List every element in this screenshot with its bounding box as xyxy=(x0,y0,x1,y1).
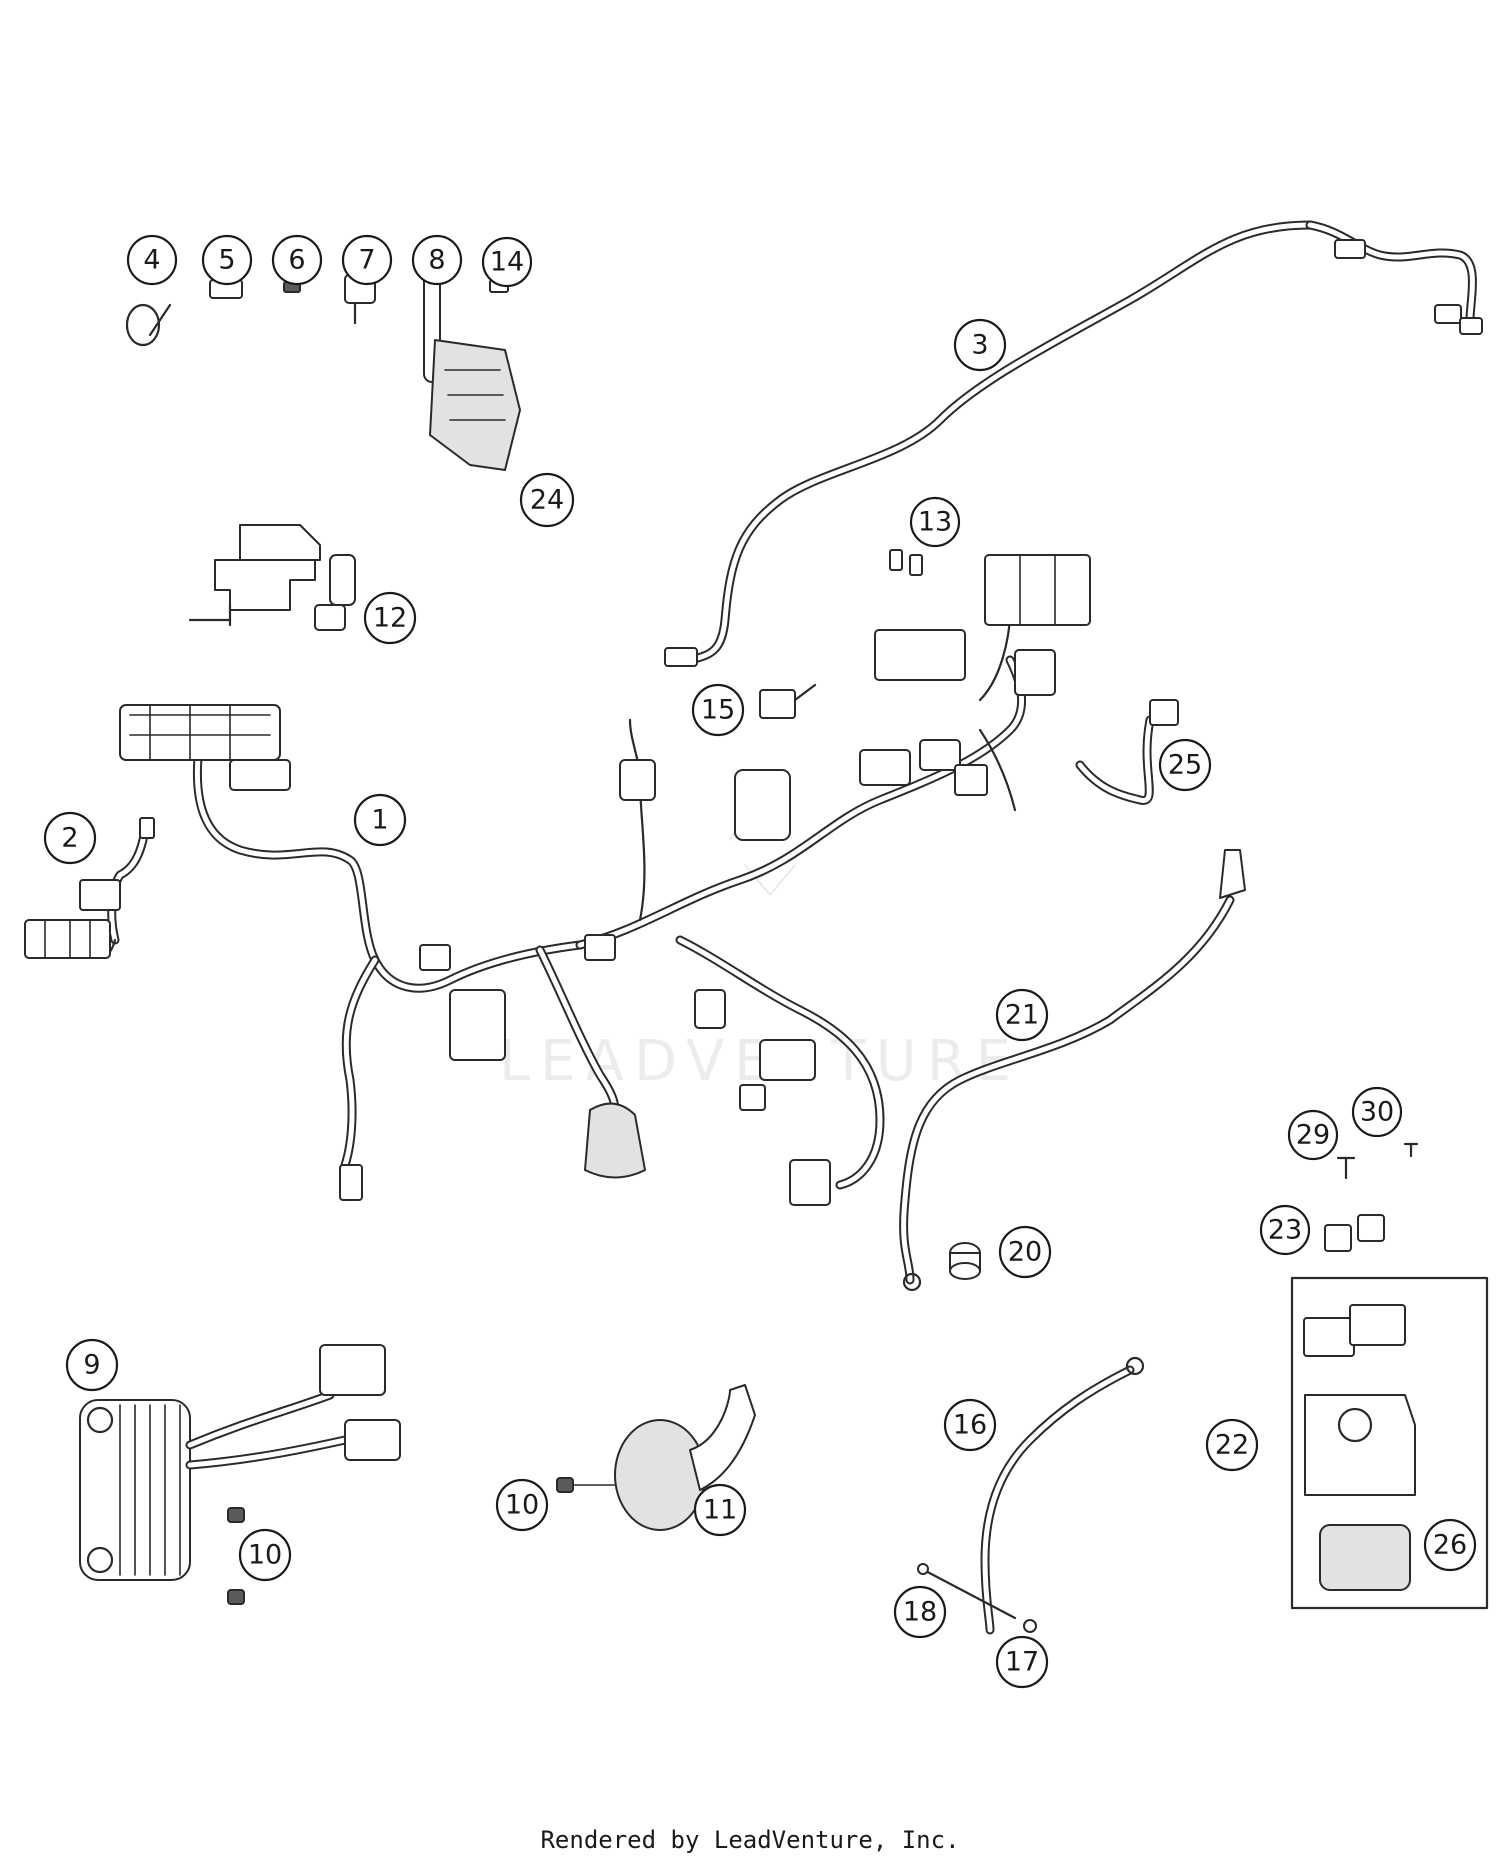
svg-text:12: 12 xyxy=(373,603,407,634)
fuses-13 xyxy=(889,549,923,576)
callout-23: 23 xyxy=(1259,1204,1311,1256)
svg-text:8: 8 xyxy=(428,245,445,276)
callout-8: 8 xyxy=(411,234,463,286)
callout-6: 6 xyxy=(271,234,323,286)
callout-10a: 10 xyxy=(238,1528,292,1582)
svg-text:23: 23 xyxy=(1268,1215,1302,1246)
callout-5: 5 xyxy=(201,234,253,286)
cable-21 xyxy=(899,849,1246,1292)
callout-1: 1 xyxy=(353,793,407,847)
callout-18: 18 xyxy=(893,1585,947,1639)
callout-12: 12 xyxy=(363,591,417,645)
svg-text:25: 25 xyxy=(1168,750,1202,781)
svg-text:30: 30 xyxy=(1360,1097,1394,1128)
callout-30: 30 xyxy=(1351,1086,1403,1138)
callout-4: 4 xyxy=(126,234,178,286)
relay-group-box xyxy=(1290,1276,1489,1610)
holder-12 xyxy=(188,524,356,631)
callout-20: 20 xyxy=(998,1225,1052,1279)
screws-and-clips xyxy=(1324,1142,1419,1252)
horn-11 xyxy=(614,1384,756,1531)
main-wiring-harness-1 xyxy=(119,608,1056,1206)
callout-3: 3 xyxy=(953,318,1007,372)
callout-13: 13 xyxy=(909,496,961,548)
callout-9: 9 xyxy=(65,1338,119,1392)
connector-15 xyxy=(759,683,817,719)
svg-text:22: 22 xyxy=(1215,1430,1249,1461)
callout-26: 26 xyxy=(1423,1518,1477,1572)
svg-text:21: 21 xyxy=(1005,1000,1039,1031)
callout-16: 16 xyxy=(943,1398,997,1452)
svg-text:9: 9 xyxy=(83,1350,100,1381)
svg-text:24: 24 xyxy=(530,485,564,516)
bushing-20 xyxy=(949,1242,981,1280)
svg-text:13: 13 xyxy=(918,507,952,538)
svg-text:20: 20 xyxy=(1008,1237,1042,1268)
svg-text:10: 10 xyxy=(248,1540,282,1571)
rear-harness-3 xyxy=(664,220,1483,667)
callout-10b: 10 xyxy=(495,1478,549,1532)
ground-cable-16 xyxy=(917,1356,1145,1635)
callout-2: 2 xyxy=(43,811,97,865)
sub-harness-2 xyxy=(24,817,155,959)
svg-text:29: 29 xyxy=(1296,1120,1330,1151)
nuts-10 xyxy=(227,1477,629,1605)
regulator-9 xyxy=(79,1344,401,1581)
svg-text:2: 2 xyxy=(61,823,78,854)
svg-text:18: 18 xyxy=(903,1597,937,1628)
callout-7: 7 xyxy=(341,234,393,286)
svg-text:5: 5 xyxy=(218,245,235,276)
callout-25: 25 xyxy=(1158,738,1212,792)
svg-text:3: 3 xyxy=(971,330,988,361)
svg-text:15: 15 xyxy=(701,695,735,726)
svg-text:11: 11 xyxy=(703,1495,737,1526)
svg-text:16: 16 xyxy=(953,1410,987,1441)
svg-text:10: 10 xyxy=(505,1490,539,1521)
svg-text:7: 7 xyxy=(358,245,375,276)
callout-14: 14 xyxy=(481,236,533,288)
render-credit: Rendered by LeadVenture, Inc. xyxy=(540,1826,960,1854)
svg-text:1: 1 xyxy=(371,805,388,836)
svg-text:17: 17 xyxy=(1005,1647,1039,1678)
cable-25 xyxy=(1075,699,1179,805)
callout-17: 17 xyxy=(995,1635,1049,1689)
svg-text:4: 4 xyxy=(143,245,160,276)
callout-22: 22 xyxy=(1205,1418,1259,1472)
svg-text:26: 26 xyxy=(1433,1530,1467,1561)
fuse-box xyxy=(874,554,1091,681)
callout-29: 29 xyxy=(1287,1109,1339,1161)
callout-24: 24 xyxy=(519,472,575,528)
callout-15: 15 xyxy=(691,683,745,737)
callout-11: 11 xyxy=(693,1483,747,1537)
svg-text:14: 14 xyxy=(490,247,524,278)
cover-24 xyxy=(429,339,521,471)
svg-text:6: 6 xyxy=(288,245,305,276)
callout-21: 21 xyxy=(995,988,1049,1042)
